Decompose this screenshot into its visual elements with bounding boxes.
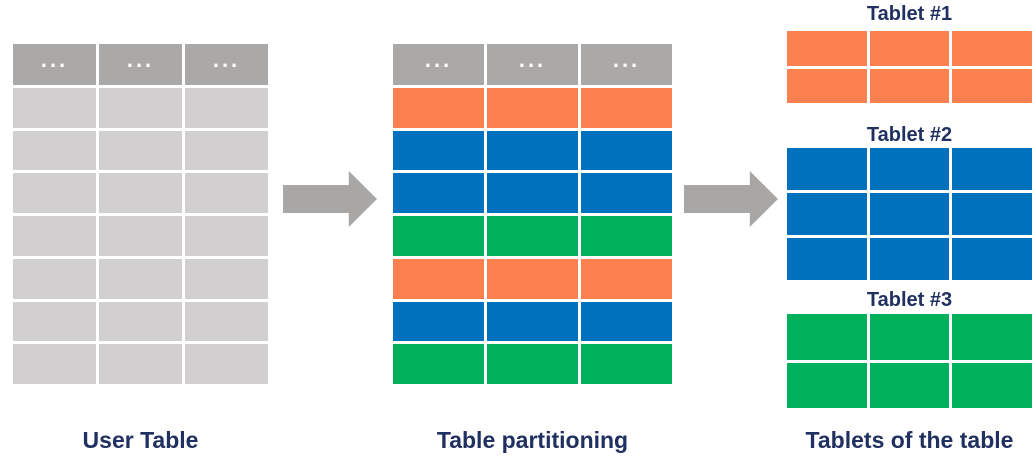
tablet-cell-green (869, 314, 950, 360)
tablet-cell-blue (869, 238, 950, 280)
tablet-cell-orange (869, 31, 950, 66)
user-table-cell (99, 130, 182, 171)
user-table-cell (13, 258, 96, 299)
partition-row-cell-blue (487, 301, 578, 342)
partition-row-cell-blue (581, 173, 672, 214)
ellipsis-text: ... (40, 46, 69, 72)
tablet-cell-blue (869, 193, 950, 235)
user-table-header-cell: ... (185, 44, 268, 85)
partition-row-cell-green (487, 344, 578, 384)
partitioned-table: ......... (393, 44, 672, 384)
tablet-cell-blue (952, 148, 1032, 190)
partition-row-cell-orange (487, 258, 578, 299)
user-table: ......... (13, 44, 268, 384)
tablet-cell-orange (869, 68, 950, 103)
tablets-of-table-caption: Tablets of the table (805, 427, 1014, 453)
ellipsis-text: ... (212, 46, 241, 72)
user-table-cell (185, 88, 268, 128)
right-arrow-icon (283, 171, 377, 227)
partition-table-header-cell: ... (581, 44, 672, 85)
tablet-3-title: Tablet #3 (866, 289, 953, 311)
ellipsis-text: ... (612, 46, 641, 72)
tablet-cell-green (952, 362, 1032, 408)
partition-row-cell-orange (581, 88, 672, 128)
tablet-cell-blue (952, 193, 1032, 235)
user-table-cell (99, 258, 182, 299)
tablet-cell-blue (787, 193, 867, 235)
user-table-cell (99, 301, 182, 342)
user-table-cell (99, 344, 182, 384)
tablet-3-table (787, 314, 1032, 408)
user-table-cell (185, 258, 268, 299)
ellipsis-text: ... (424, 46, 453, 72)
tablet-cell-green (869, 362, 950, 408)
partition-row-cell-blue (581, 130, 672, 171)
tablet-1-table (787, 31, 1032, 103)
tablet-cell-green (787, 362, 867, 408)
user-table-cell (99, 88, 182, 128)
partition-row-cell-green (393, 344, 484, 384)
partition-row-cell-orange (393, 88, 484, 128)
partition-row-cell-blue (393, 130, 484, 171)
partition-row-cell-blue (393, 301, 484, 342)
ellipsis-text: ... (518, 46, 547, 72)
user-table-cell (13, 130, 96, 171)
user-table-cell (13, 88, 96, 128)
user-table-cell (185, 216, 268, 256)
tablet-cell-orange (952, 31, 1032, 66)
partition-row-cell-green (487, 216, 578, 256)
tablet-cell-blue (952, 238, 1032, 280)
user-table-cell (185, 130, 268, 171)
partition-row-cell-blue (487, 173, 578, 214)
tablet-2-title: Tablet #2 (866, 124, 953, 146)
user-table-cell (185, 344, 268, 384)
user-table-cell (13, 173, 96, 214)
tablet-2-table (787, 148, 1032, 280)
user-table-cell (99, 173, 182, 214)
partition-table-header-cell: ... (393, 44, 484, 85)
ellipsis-text: ... (126, 46, 155, 72)
partition-row-cell-blue (581, 301, 672, 342)
user-table-header-cell: ... (99, 44, 182, 85)
tablet-cell-orange (952, 68, 1032, 103)
user-table-cell (13, 344, 96, 384)
tablet-cell-orange (787, 68, 867, 103)
partition-row-cell-green (393, 216, 484, 256)
user-table-caption: User Table (82, 427, 199, 453)
partition-row-cell-orange (393, 258, 484, 299)
partition-row-cell-green (581, 216, 672, 256)
user-table-cell (13, 301, 96, 342)
tablet-1-title: Tablet #1 (866, 3, 953, 25)
tablet-cell-orange (787, 31, 867, 66)
partition-table-header-cell: ... (487, 44, 578, 85)
tablet-cell-blue (787, 148, 867, 190)
user-table-header-cell: ... (13, 44, 96, 85)
user-table-cell (185, 173, 268, 214)
tablet-cell-blue (869, 148, 950, 190)
user-table-cell (99, 216, 182, 256)
partition-row-cell-orange (487, 88, 578, 128)
user-table-cell (13, 216, 96, 256)
user-table-cell (185, 301, 268, 342)
partition-row-cell-green (581, 344, 672, 384)
partition-row-cell-orange (581, 258, 672, 299)
tablet-cell-green (952, 314, 1032, 360)
partition-row-cell-blue (487, 130, 578, 171)
tablet-cell-green (787, 314, 867, 360)
right-arrow-icon (684, 171, 778, 227)
partition-row-cell-blue (393, 173, 484, 214)
tablet-cell-blue (787, 238, 867, 280)
table-partitioning-caption: Table partitioning (436, 427, 629, 453)
